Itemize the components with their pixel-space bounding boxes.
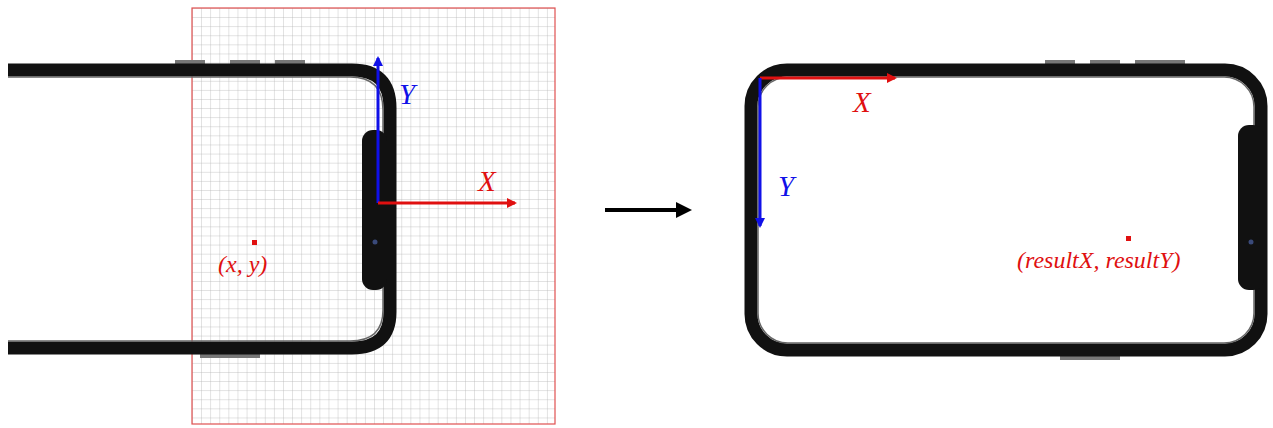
y-axis [377,58,380,203]
x-axis [760,77,895,80]
axis-label: X [853,88,871,117]
transform-arrow [605,208,688,212]
phone-left [8,60,390,358]
axis-label: Y [778,172,794,201]
phone-right [751,60,1264,360]
x-axis [378,202,515,205]
y-axis [759,78,762,226]
axis-label: Y [399,80,415,109]
point [252,240,257,245]
point [1126,236,1131,241]
point-label: (resultX, resultY) [1017,248,1181,272]
point-label: (x, y) [218,252,267,276]
axis-label: X [478,167,496,196]
